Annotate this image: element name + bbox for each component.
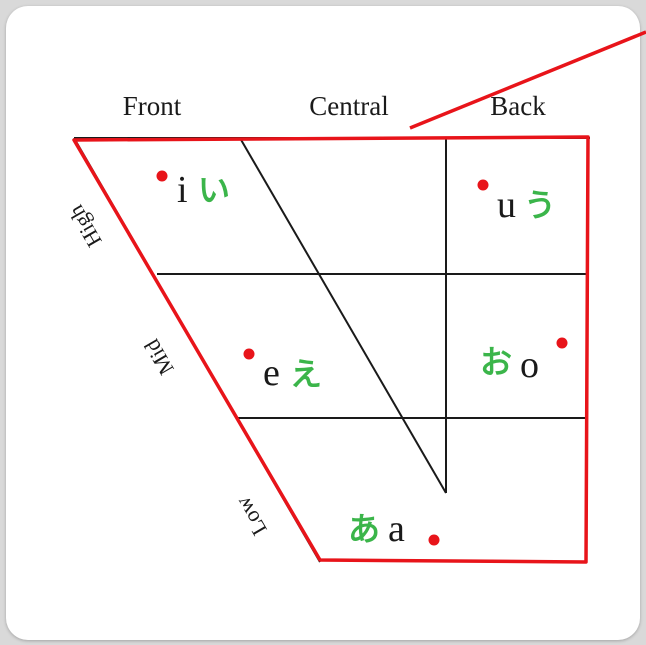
row-label-mid: Mid [139, 335, 179, 379]
vowel-kana-a: あ [348, 510, 380, 548]
vowel-latin-u: u [497, 184, 516, 226]
vowel-kana-u: う [524, 186, 556, 224]
vowel-dot-u [477, 179, 489, 191]
vowel-latin-i: i [177, 169, 188, 211]
vowel-kana-i: い [198, 171, 230, 209]
column-label-central: Central [309, 91, 388, 121]
vowel-dot-e [243, 348, 255, 360]
row-label-low: Low [230, 492, 272, 540]
vowel-kana-o: お [480, 343, 512, 381]
vowel-latin-a: a [388, 508, 405, 550]
vowel-dot-i [156, 170, 168, 182]
row-label-high: High [63, 201, 107, 252]
highlight-quadrilateral [72, 135, 590, 564]
vowel-dot-o [556, 337, 568, 349]
vowel-latin-o: o [520, 344, 539, 386]
vowel-latin-e: e [263, 352, 280, 394]
diagram-card [6, 6, 640, 640]
vowel-dot-a [428, 534, 440, 546]
highlight-outline [72, 30, 646, 564]
column-label-front: Front [123, 91, 182, 121]
column-label-back: Back [490, 91, 546, 121]
highlight-pointer-line [409, 30, 646, 130]
vowel-kana-e: え [290, 355, 322, 393]
grid-central-diagonal [239, 137, 447, 494]
